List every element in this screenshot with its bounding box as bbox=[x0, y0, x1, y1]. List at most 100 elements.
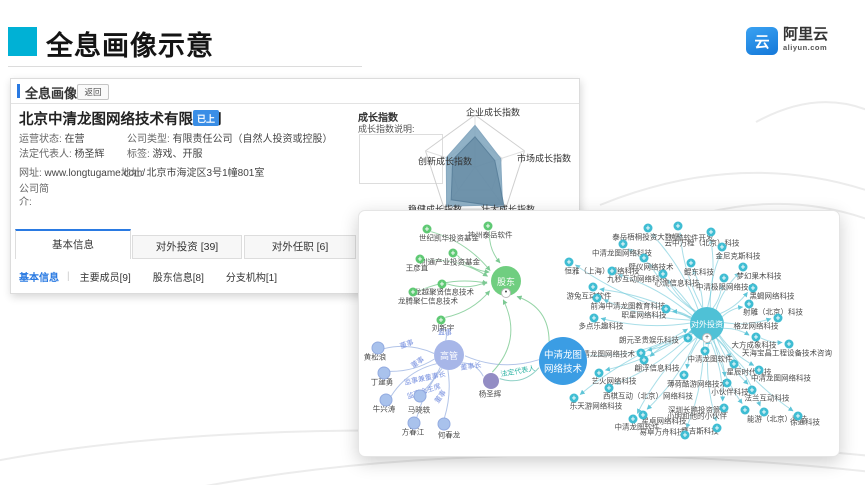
graph-node[interactable]: + bbox=[639, 253, 649, 263]
subtab[interactable]: 主要成员[9] bbox=[79, 273, 131, 284]
graph-node[interactable]: + bbox=[604, 383, 614, 393]
title-underline bbox=[8, 66, 362, 67]
graph-node-label: 艺火网络科技 bbox=[591, 376, 637, 386]
graph-node[interactable]: + bbox=[759, 407, 769, 417]
graph-node-label: 丁建勇 bbox=[370, 377, 394, 387]
graph-node[interactable]: + bbox=[784, 339, 794, 349]
graph-node[interactable]: + bbox=[686, 258, 696, 268]
graph-node[interactable]: + bbox=[408, 287, 418, 297]
graph-node[interactable]: + bbox=[448, 248, 458, 258]
graph-node-label: 职星网络科技 bbox=[621, 310, 667, 320]
graph-node-label: 何春龙 bbox=[437, 430, 461, 440]
graph-node[interactable]: + bbox=[729, 359, 739, 369]
graph-node[interactable]: + bbox=[722, 378, 732, 388]
graph-node[interactable]: + bbox=[747, 385, 757, 395]
graph-node[interactable]: + bbox=[712, 423, 722, 433]
graph-node[interactable]: + bbox=[422, 224, 432, 234]
graph-node-label: 天海宝昌工程设备技术咨询 bbox=[742, 348, 832, 358]
graph-node[interactable]: + bbox=[564, 257, 574, 267]
relationship-graph-panel: 泰岳梧桐投资大数据热酷软件开发云中万程（北京）科技金尼克斯科技中清龙图网络科技壁… bbox=[358, 210, 840, 457]
graph-node[interactable] bbox=[483, 373, 499, 389]
radar-axis-label: 市场成长指数 bbox=[516, 153, 572, 164]
aliyun-logo: 云 阿里云 aliyun.com bbox=[746, 27, 828, 55]
graph-node[interactable]: + bbox=[607, 266, 617, 276]
hub-expand-icon[interactable]: • bbox=[501, 288, 511, 298]
graph-node-label: 杨圣辉 bbox=[478, 389, 502, 399]
graph-node[interactable] bbox=[379, 393, 393, 407]
graph-node-label: 中清龙图网络科技 bbox=[751, 373, 811, 383]
subtab[interactable]: 股东信息[8] bbox=[152, 273, 204, 284]
graph-node[interactable] bbox=[371, 341, 385, 355]
field-value: 北京市海淀区3号1幢801室 bbox=[143, 168, 265, 179]
graph-node[interactable]: + bbox=[569, 393, 579, 403]
graph-node[interactable] bbox=[413, 389, 427, 403]
graph-node[interactable]: + bbox=[683, 333, 693, 343]
graph-node[interactable]: + bbox=[719, 403, 729, 413]
graph-node[interactable]: + bbox=[751, 332, 761, 342]
graph-node[interactable]: + bbox=[415, 254, 425, 264]
field-label: 公司简介: bbox=[19, 184, 49, 208]
aliyun-cloud-icon: 云 bbox=[746, 27, 778, 55]
graph-node[interactable]: + bbox=[679, 370, 689, 380]
graph-node[interactable]: + bbox=[483, 221, 493, 231]
graph-node-label: 黑蝎网络科技 bbox=[749, 291, 795, 301]
graph-node[interactable]: + bbox=[594, 368, 604, 378]
graph-node[interactable]: + bbox=[740, 405, 750, 415]
graph-node[interactable]: + bbox=[639, 355, 649, 365]
growth-index-note-label: 成长指数说明: bbox=[358, 124, 415, 134]
graph-node[interactable]: + bbox=[643, 223, 653, 233]
graph-node-label: 中清龙图软件 bbox=[687, 354, 733, 364]
graph-node[interactable]: + bbox=[661, 304, 671, 314]
graph-node[interactable]: + bbox=[589, 313, 599, 323]
graph-node[interactable]: + bbox=[437, 279, 447, 289]
subtab[interactable]: 分支机构[1] bbox=[225, 273, 277, 284]
graph-node[interactable]: + bbox=[680, 430, 690, 440]
graph-hub-gg[interactable]: 高管 bbox=[434, 340, 464, 370]
company-field: 地址: 北京市海淀区3号1幢801室 bbox=[121, 167, 264, 180]
subtab[interactable]: 基本信息 bbox=[19, 273, 59, 284]
graph-node[interactable]: + bbox=[706, 227, 716, 237]
back-button[interactable]: 返回 bbox=[77, 84, 109, 100]
graph-node[interactable]: + bbox=[748, 283, 758, 293]
company-field: 公司简介: bbox=[19, 183, 57, 209]
graph-node[interactable]: + bbox=[628, 414, 638, 424]
radar-axis-label: 企业成长指数 bbox=[465, 107, 521, 118]
graph-node-label: 恒雅（上海）网络科技 bbox=[564, 266, 640, 276]
graph-node-label: 方春江 bbox=[401, 427, 425, 437]
graph-node[interactable]: + bbox=[618, 239, 628, 249]
graph-node[interactable]: + bbox=[588, 282, 598, 292]
graph-node[interactable]: + bbox=[717, 242, 727, 252]
tab-external-positions[interactable]: 对外任职 [6] bbox=[244, 235, 356, 259]
graph-node-label: 云中万程（北京）科技 bbox=[664, 238, 740, 248]
radar-axis-label: 稳健成长指数 bbox=[408, 203, 462, 216]
field-value: 杨圣辉 bbox=[71, 149, 105, 160]
field-label: 法定代表人: bbox=[19, 149, 72, 160]
graph-node[interactable]: + bbox=[738, 262, 748, 272]
graph-node[interactable]: + bbox=[638, 410, 648, 420]
graph-node[interactable]: + bbox=[793, 411, 803, 421]
graph-node[interactable]: + bbox=[773, 313, 783, 323]
graph-node-label: 鹰吉斯科技 bbox=[681, 426, 719, 436]
graph-hub-center[interactable]: 中清龙图 网络技术 bbox=[539, 337, 587, 385]
graph-node[interactable]: + bbox=[436, 315, 446, 325]
graph-node[interactable] bbox=[407, 416, 421, 430]
tab-outbound-investment[interactable]: 对外投资 [39] bbox=[132, 235, 242, 259]
field-label: 标签: bbox=[127, 149, 150, 160]
tab-basic-info[interactable]: 基本信息 bbox=[15, 229, 131, 259]
graph-node[interactable]: + bbox=[719, 273, 729, 283]
graph-node[interactable]: + bbox=[700, 346, 710, 356]
graph-node[interactable]: + bbox=[744, 299, 754, 309]
graph-node[interactable]: + bbox=[754, 365, 764, 375]
graph-node[interactable] bbox=[437, 417, 451, 431]
graph-node[interactable]: + bbox=[658, 269, 668, 279]
field-value: 在营 bbox=[61, 134, 85, 145]
graph-node[interactable]: + bbox=[636, 348, 646, 358]
profile-panel-title: 全息画像 bbox=[25, 86, 78, 101]
hub-expand-icon[interactable]: + bbox=[702, 333, 712, 343]
graph-node[interactable] bbox=[377, 366, 391, 380]
graph-node[interactable]: + bbox=[673, 221, 683, 231]
graph-node-label: 利通产业投资基金 bbox=[420, 257, 480, 267]
graph-node-label: 乐天游网络科技 bbox=[569, 401, 623, 411]
graph-node-label: 中清龙图软件 bbox=[614, 422, 660, 432]
graph-node[interactable]: + bbox=[592, 293, 602, 303]
